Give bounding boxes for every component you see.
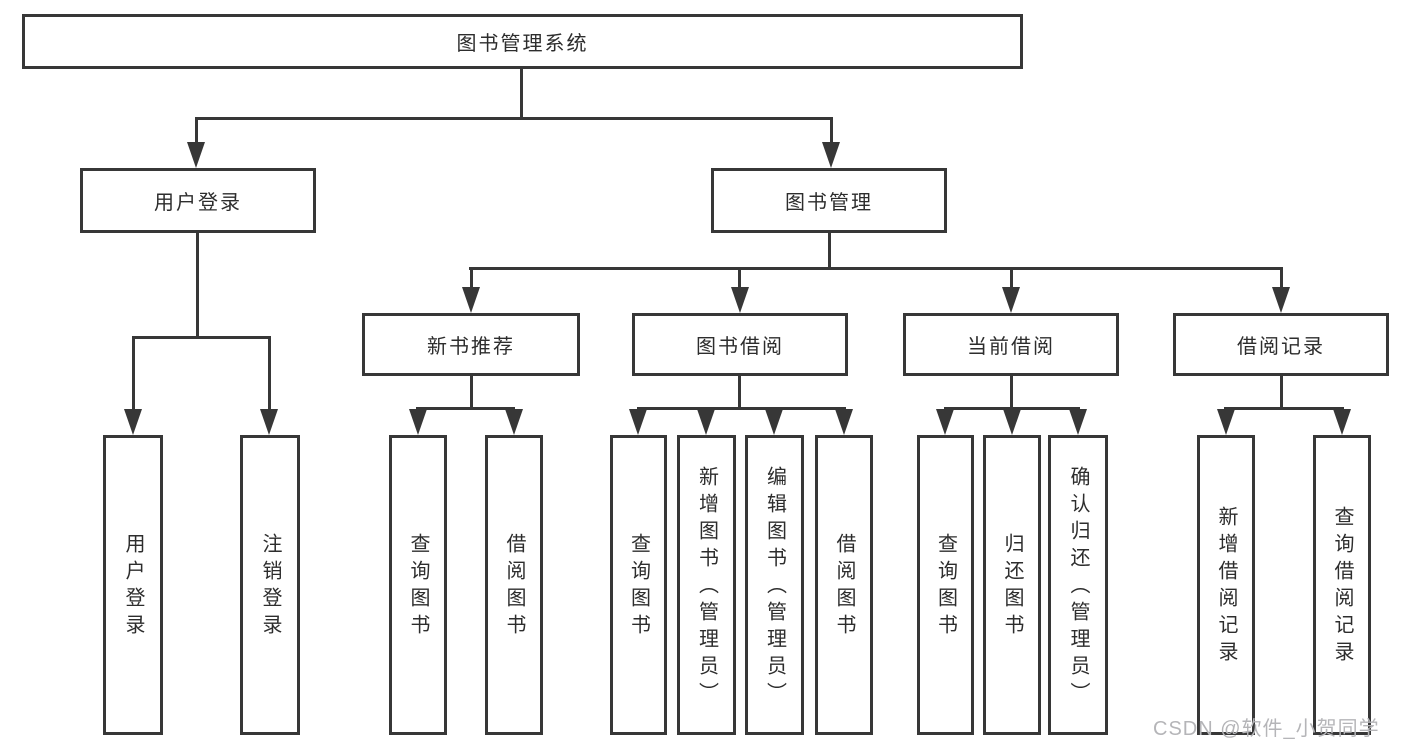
connector-book-borrowing-stem [738,376,741,407]
arrow-down-icon [936,409,954,435]
leaf-query-books-recommend: 查询图书 [389,435,447,735]
arrow-down-icon [1333,409,1351,435]
leaf-return-book: 归还图书 [983,435,1041,735]
connector-user-login-bar [132,336,271,339]
arrow-down-icon [1272,287,1290,313]
connector-borrowing-records-bar [1224,407,1344,410]
arrow-down-icon [1002,287,1020,313]
leaf-query-books-current: 查询图书 [917,435,974,735]
connector-to-book-borrowing [738,267,741,287]
connector-book-borrowing-bar [637,407,846,410]
leaf-query-borrow-record: 查询借阅记录 [1313,435,1371,735]
arrow-down-icon [697,409,715,435]
connector-to-book-management [830,117,833,143]
connector-to-leaf-user-login [132,336,135,409]
node-library-system-root: 图书管理系统 [22,14,1023,69]
arrow-down-icon [409,409,427,435]
leaf-borrow-books-borrowing: 借阅图书 [815,435,873,735]
connector-level3-bar [469,267,1283,270]
arrow-down-icon [765,409,783,435]
connector-user-login-stem [196,233,199,336]
arrow-down-icon [1003,409,1021,435]
leaf-logout-login: 注销登录 [240,435,300,735]
connector-root-stem [520,69,523,119]
arrow-down-icon [462,287,480,313]
connector-to-new-book [470,267,473,287]
arrow-down-icon [731,287,749,313]
arrow-down-icon [1069,409,1087,435]
leaf-edit-book-admin: 编辑图书（管理员） [745,435,804,735]
node-book-management: 图书管理 [711,168,947,233]
node-new-book-recommendation: 新书推荐 [362,313,580,376]
arrow-down-icon [822,142,840,168]
arrow-down-icon [124,409,142,435]
node-user-login: 用户登录 [80,168,316,233]
watermark: CSDN @软件_小贺同学 [1153,718,1380,740]
node-current-borrowing: 当前借阅 [903,313,1119,376]
leaf-borrow-books-recommend: 借阅图书 [485,435,543,735]
connector-to-user-login [195,117,198,143]
arrow-down-icon [629,409,647,435]
leaf-add-book-admin: 新增图书（管理员） [677,435,736,735]
connector-current-borrowing-stem [1010,376,1013,407]
node-book-borrowing: 图书借阅 [632,313,848,376]
arrow-down-icon [187,142,205,168]
arrow-down-icon [835,409,853,435]
connector-level2-bar [195,117,833,120]
arrow-down-icon [1217,409,1235,435]
leaf-add-borrow-record: 新增借阅记录 [1197,435,1255,735]
connector-book-management-stem [828,233,831,267]
arrow-down-icon [260,409,278,435]
connector-borrowing-records-stem [1280,376,1283,407]
connector-new-book-stem [470,376,473,407]
arrow-down-icon [505,409,523,435]
connector-to-current-borrowing [1010,267,1013,287]
connector-new-book-bar [416,407,515,410]
leaf-confirm-return-admin: 确认归还（管理员） [1048,435,1108,735]
node-borrowing-records: 借阅记录 [1173,313,1389,376]
leaf-query-books-borrowing: 查询图书 [610,435,667,735]
connector-to-leaf-logout [268,336,271,409]
leaf-user-login: 用户登录 [103,435,163,735]
connector-to-borrowing-records [1280,267,1283,287]
